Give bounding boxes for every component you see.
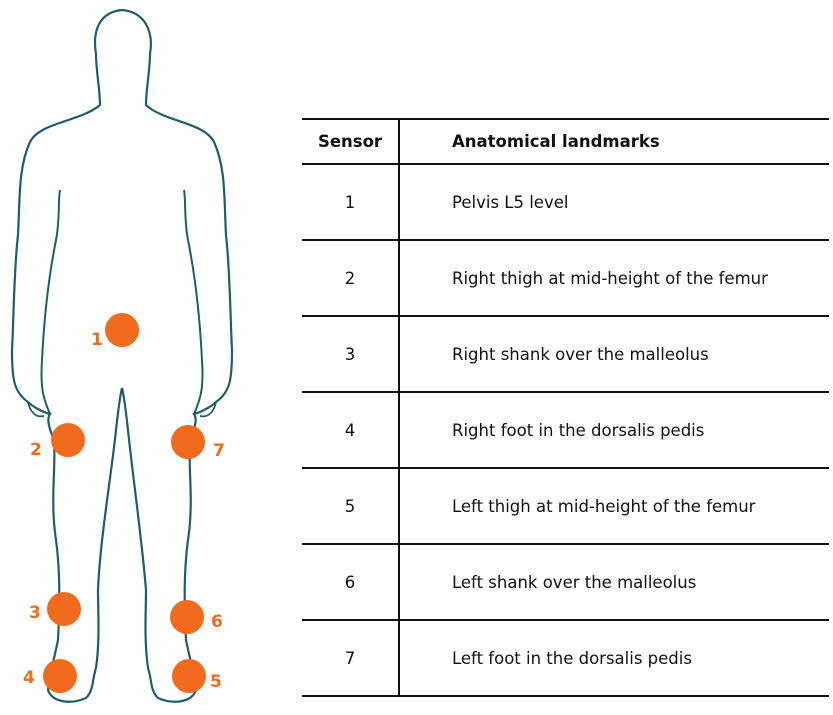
cell-landmark: Right thigh at mid-height of the femur bbox=[399, 240, 829, 316]
sensor-marker bbox=[171, 425, 205, 459]
sensor-marker-label: 3 bbox=[29, 603, 41, 623]
body-outline bbox=[12, 54, 232, 702]
sensor-marker-label: 2 bbox=[30, 440, 42, 460]
right-arm-inner bbox=[41, 190, 60, 414]
left-arm-inner bbox=[184, 190, 203, 414]
sensor-marker bbox=[47, 592, 81, 626]
table-header-row: Sensor Anatomical landmarks bbox=[302, 119, 829, 164]
cell-sensor: 2 bbox=[302, 240, 399, 316]
sensor-marker-label: 6 bbox=[211, 612, 223, 632]
sensor-marker bbox=[170, 600, 204, 634]
header-anatomical-landmarks: Anatomical landmarks bbox=[399, 119, 829, 164]
sensor-marker bbox=[51, 423, 85, 457]
table-row: 6 Left shank over the malleolus bbox=[302, 544, 829, 620]
table-row: 5 Left thigh at mid-height of the femur bbox=[302, 468, 829, 544]
sensor-marker-label: 7 bbox=[213, 441, 225, 461]
cell-sensor: 5 bbox=[302, 468, 399, 544]
table-row: 4 Right foot in the dorsalis pedis bbox=[302, 392, 829, 468]
header-sensor: Sensor bbox=[302, 119, 399, 164]
cell-sensor: 3 bbox=[302, 316, 399, 392]
sensor-marker-label: 1 bbox=[91, 330, 103, 350]
cell-landmark: Left thigh at mid-height of the femur bbox=[399, 468, 829, 544]
table-row: 1 Pelvis L5 level bbox=[302, 164, 829, 240]
sensor-marker bbox=[43, 659, 77, 693]
sensor-marker bbox=[105, 313, 139, 347]
body-figure: 1 2 7 3 6 4 5 bbox=[0, 0, 300, 715]
table-row: 2 Right thigh at mid-height of the femur bbox=[302, 240, 829, 316]
table-row: 7 Left foot in the dorsalis pedis bbox=[302, 620, 829, 696]
cell-sensor: 4 bbox=[302, 392, 399, 468]
cell-landmark: Left shank over the malleolus bbox=[399, 544, 829, 620]
sensor-landmark-table: Sensor Anatomical landmarks 1 Pelvis L5 … bbox=[302, 118, 829, 697]
cell-landmark: Left foot in the dorsalis pedis bbox=[399, 620, 829, 696]
cell-sensor: 6 bbox=[302, 544, 399, 620]
cell-landmark: Right foot in the dorsalis pedis bbox=[399, 392, 829, 468]
sensor-marker bbox=[172, 659, 206, 693]
table-row: 3 Right shank over the malleolus bbox=[302, 316, 829, 392]
cell-sensor: 7 bbox=[302, 620, 399, 696]
cell-sensor: 1 bbox=[302, 164, 399, 240]
sensor-marker-label: 4 bbox=[23, 668, 35, 688]
sensor-marker-label: 5 bbox=[210, 672, 222, 692]
cell-landmark: Pelvis L5 level bbox=[399, 164, 829, 240]
cell-landmark: Right shank over the malleolus bbox=[399, 316, 829, 392]
head-outline bbox=[95, 10, 151, 54]
